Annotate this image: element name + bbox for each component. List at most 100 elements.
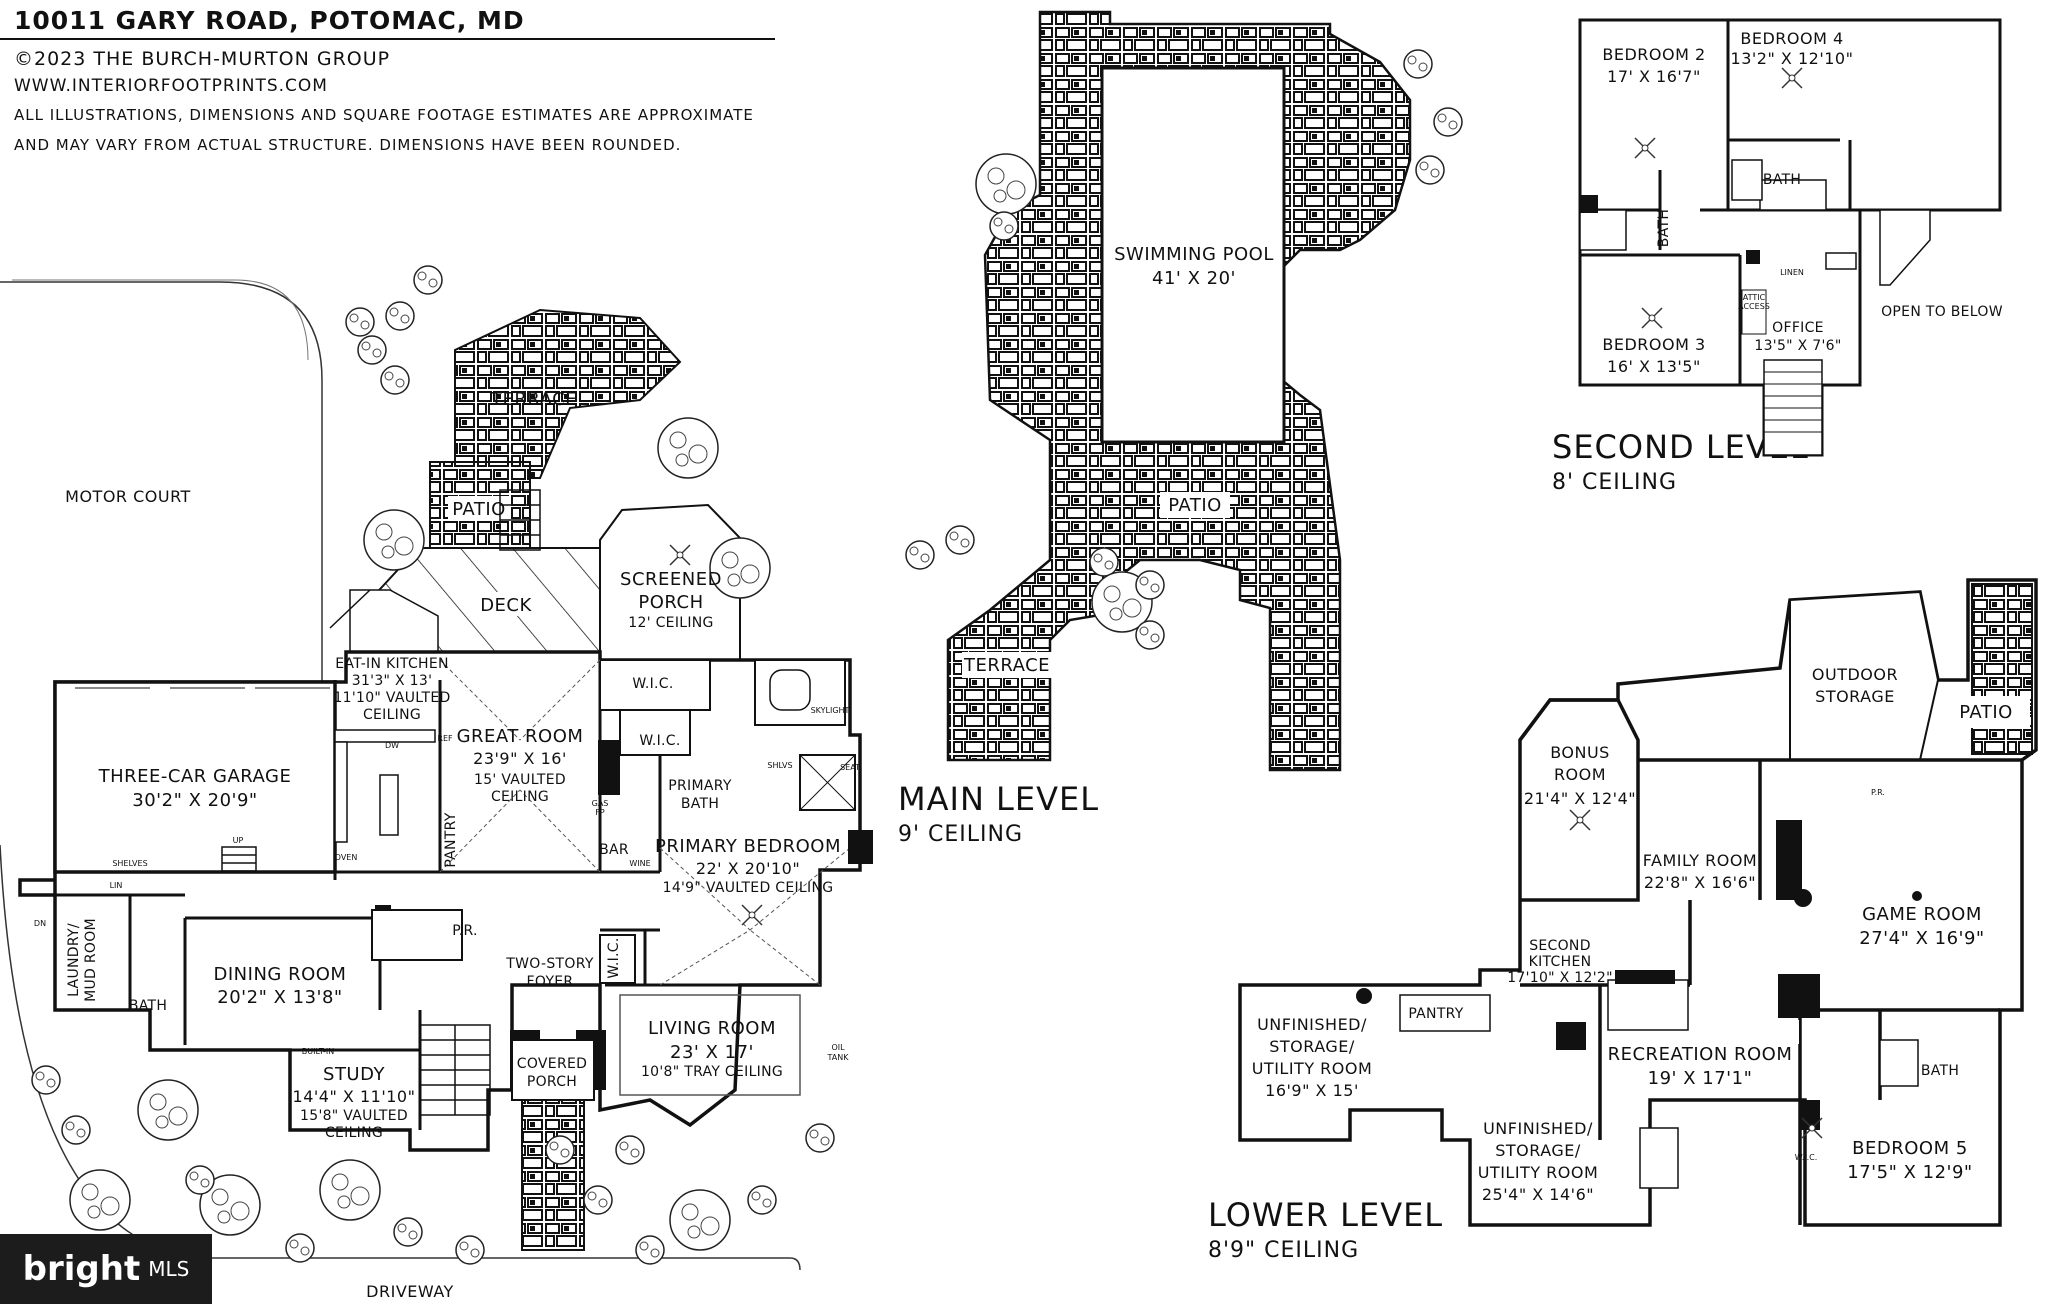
disclaimer-line-2: AND MAY VARY FROM ACTUAL STRUCTURE. DIME… <box>14 136 682 154</box>
label-bedroom3-dim: 16' X 13'5" <box>1607 357 1701 376</box>
label-bath-a: BATH <box>1763 172 1801 188</box>
label-foyer-1: TWO-STORY <box>505 956 594 972</box>
label-primary-bedroom: PRIMARY BEDROOM <box>655 836 841 857</box>
label-oven: OVEN <box>335 853 358 862</box>
label-wine: WINE <box>629 859 650 868</box>
label-family-room: FAMILY ROOM <box>1643 851 1757 870</box>
label-dining-room: DINING ROOM <box>214 964 347 985</box>
label-second-kitchen-2: KITCHEN <box>1529 954 1592 970</box>
label-attic-1: ATTIC <box>1743 293 1766 302</box>
label-bedroom2-dim: 17' X 16'7" <box>1607 67 1701 86</box>
label-lower-pr: P.R. <box>1871 788 1885 797</box>
garage <box>53 680 337 874</box>
second-level-ceiling: 8' CEILING <box>1552 470 1678 495</box>
label-foyer-2: FOYER <box>527 974 574 990</box>
label-fp: FP <box>852 845 862 854</box>
motor-court-outline <box>0 281 323 690</box>
main-level-ceiling: 9' CEILING <box>898 822 1024 847</box>
label-great-room-dim: 23'9" X 16' <box>473 749 567 768</box>
label-game-room: GAME ROOM <box>1862 904 1982 925</box>
label-living-room: LIVING ROOM <box>648 1018 776 1039</box>
website-line: WWW.INTERIORFOOTPRINTS.COM <box>14 76 328 96</box>
label-dw: DW <box>385 741 399 750</box>
label-unfinished-left-dim: 16'9" X 15' <box>1265 1081 1359 1100</box>
label-bonus-room-1: BONUS <box>1550 743 1610 762</box>
label-bedroom5: BEDROOM 5 <box>1852 1138 1968 1159</box>
label-oil-tank-2: TANK <box>827 1053 850 1062</box>
label-motor-court: MOTOR COURT <box>65 487 191 506</box>
label-swimming-pool: SWIMMING POOL <box>1114 244 1274 265</box>
label-screened-porch-1: SCREENED <box>620 569 722 590</box>
label-oil-tank-1: OIL <box>831 1043 845 1052</box>
label-bedroom4: BEDROOM 4 <box>1740 29 1843 48</box>
front-walkway <box>521 1099 585 1251</box>
label-primary-bath-1: PRIMARY <box>668 778 732 794</box>
label-kitchen-note2: CEILING <box>363 707 421 723</box>
label-study-note2: CEILING <box>325 1125 383 1141</box>
label-wic1: W.I.C. <box>632 676 673 692</box>
label-skylight: SKYLIGHT <box>811 706 850 715</box>
label-lin: LIN <box>110 881 123 890</box>
main-level-label: MAIN LEVEL <box>898 780 1100 818</box>
label-bonus-room-dim: 21'4" X 12'4" <box>1524 789 1636 808</box>
label-study: STUDY <box>323 1064 385 1085</box>
label-covered-porch-2: PORCH <box>527 1074 577 1090</box>
label-office-dim: 13'5" X 7'6" <box>1754 338 1841 354</box>
label-patio-small: PATIO <box>452 499 506 520</box>
label-unfinished-left-2: STORAGE/ <box>1269 1037 1355 1056</box>
label-built-in: BUILT-IN <box>302 1047 334 1056</box>
label-bar: BAR <box>599 842 629 858</box>
label-pool-patio: PATIO <box>1168 495 1222 516</box>
label-pool-terrace: TERRACE <box>963 655 1050 676</box>
label-bedroom4-dim: 13'2" X 12'10" <box>1731 49 1854 68</box>
label-screened-porch-2: PORCH <box>638 592 703 613</box>
label-driveway: DRIVEWAY <box>366 1282 454 1301</box>
label-main-pantry: PANTRY <box>443 812 459 867</box>
address-title: 10011 GARY ROAD, POTOMAC, MD <box>14 6 525 35</box>
label-main-dn: DN <box>34 919 46 928</box>
label-bedroom5-dim: 17'5" X 12'9" <box>1847 1162 1972 1183</box>
label-great-room-note1: 15' VAULTED <box>474 772 566 788</box>
copyright-line: ©2023 THE BURCH-MURTON GROUP <box>14 48 391 70</box>
label-linen: LINEN <box>1780 268 1804 277</box>
label-unfinished-center-1: UNFINISHED/ <box>1483 1119 1593 1138</box>
swimming-pool <box>1100 66 1286 444</box>
label-primary-bedroom-dim: 22' X 20'10" <box>696 859 800 878</box>
label-unfinished-center-dim: 25'4" X 14'6" <box>1482 1185 1594 1204</box>
mls-logo-text: MLS <box>148 1257 190 1281</box>
label-kitchen: EAT-IN KITCHEN <box>335 656 449 672</box>
label-shlvs: SHLVS <box>767 761 792 770</box>
label-kitchen-dim: 31'3" X 13' <box>352 673 432 689</box>
label-gas-fp-2: FP <box>595 808 605 817</box>
label-lower-wic: W.I.C. <box>1795 1153 1818 1162</box>
label-living-room-dim: 23' X 17' <box>670 1042 754 1063</box>
label-main-up: UP <box>233 836 244 845</box>
label-garage: THREE-CAR GARAGE <box>98 766 292 787</box>
label-recreation-room-dim: 19' X 17'1" <box>1648 1068 1753 1089</box>
lower-labels: OUTDOOR STORAGE PATIO BONUS ROOM 21'4" X… <box>1252 665 2013 1204</box>
label-wic2: W.I.C. <box>639 733 680 749</box>
label-lower-patio: PATIO <box>1959 702 2013 723</box>
label-living-room-note: 10'8" TRAY CEILING <box>641 1064 783 1080</box>
label-study-dim: 14'4" X 11'10" <box>293 1087 416 1106</box>
label-primary-bedroom-note: 14'9" VAULTED CEILING <box>663 880 834 896</box>
lower-level-ceiling: 8'9" CEILING <box>1208 1238 1360 1263</box>
label-shelves: SHELVES <box>112 859 147 868</box>
label-attic-2: ACCESS <box>1738 302 1770 311</box>
label-deck: DECK <box>480 595 532 616</box>
label-laundry-1: LAUNDRY/ <box>66 923 82 997</box>
label-primary-bath-2: BATH <box>681 796 719 812</box>
label-great-room: GREAT ROOM <box>457 726 584 747</box>
label-kitchen-note1: 11'10" VAULTED <box>333 690 450 706</box>
label-office: OFFICE <box>1772 320 1824 336</box>
label-lower-bath: BATH <box>1921 1063 1959 1079</box>
label-dining-room-dim: 20'2" X 13'8" <box>217 987 342 1008</box>
label-unfinished-center-3: UTILITY ROOM <box>1478 1163 1599 1182</box>
label-unfinished-left-1: UNFINISHED/ <box>1257 1015 1367 1034</box>
bright-mls-badge: bright MLS <box>0 1234 212 1304</box>
bright-logo-text: bright <box>22 1249 141 1289</box>
label-unfinished-left-3: UTILITY ROOM <box>1252 1059 1373 1078</box>
label-garage-dim: 30'2" X 20'9" <box>132 790 257 811</box>
label-recreation-room: RECREATION ROOM <box>1608 1044 1793 1065</box>
label-laundry-2: MUD ROOM <box>83 918 99 1002</box>
